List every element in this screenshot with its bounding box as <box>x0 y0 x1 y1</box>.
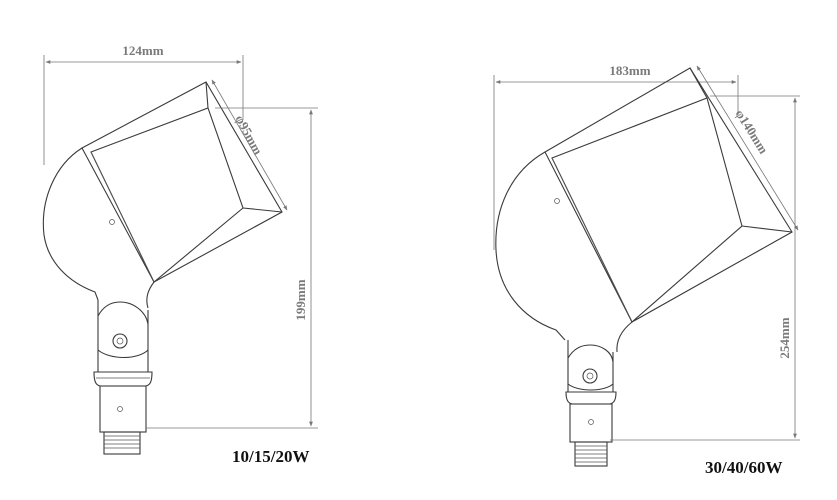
large-screw-icon <box>554 198 560 204</box>
small-pivot-bolt-icon <box>112 333 128 349</box>
small-diameter-dimension: φ95mm <box>211 79 288 211</box>
large-width-label: 183mm <box>609 63 650 78</box>
small-threaded-stem <box>103 431 141 455</box>
small-fixture: 124mm φ95mm <box>42 43 318 455</box>
small-mount <box>93 300 153 455</box>
large-fixture: 183mm φ140mm <box>493 63 800 467</box>
large-diameter-label: φ140mm <box>732 107 771 157</box>
small-screw-icon <box>109 219 115 225</box>
large-height-label: 254mm <box>777 317 792 358</box>
small-height-label: 199mm <box>293 279 308 320</box>
small-width-label: 124mm <box>122 43 163 58</box>
large-pivot-bolt-icon <box>582 368 598 384</box>
small-width-dimension: 124mm <box>43 43 244 165</box>
small-height-dimension: 199mm <box>146 107 318 429</box>
large-width-dimension: 183mm <box>493 63 739 250</box>
large-mount <box>565 340 617 467</box>
large-height-dimension: 254mm <box>610 95 800 441</box>
large-diameter-dimension: φ140mm <box>696 65 799 231</box>
large-wattage-label: 30/40/60W <box>705 458 783 477</box>
large-threaded-stem <box>574 441 608 467</box>
small-wattage-label: 10/15/20W <box>232 447 310 466</box>
